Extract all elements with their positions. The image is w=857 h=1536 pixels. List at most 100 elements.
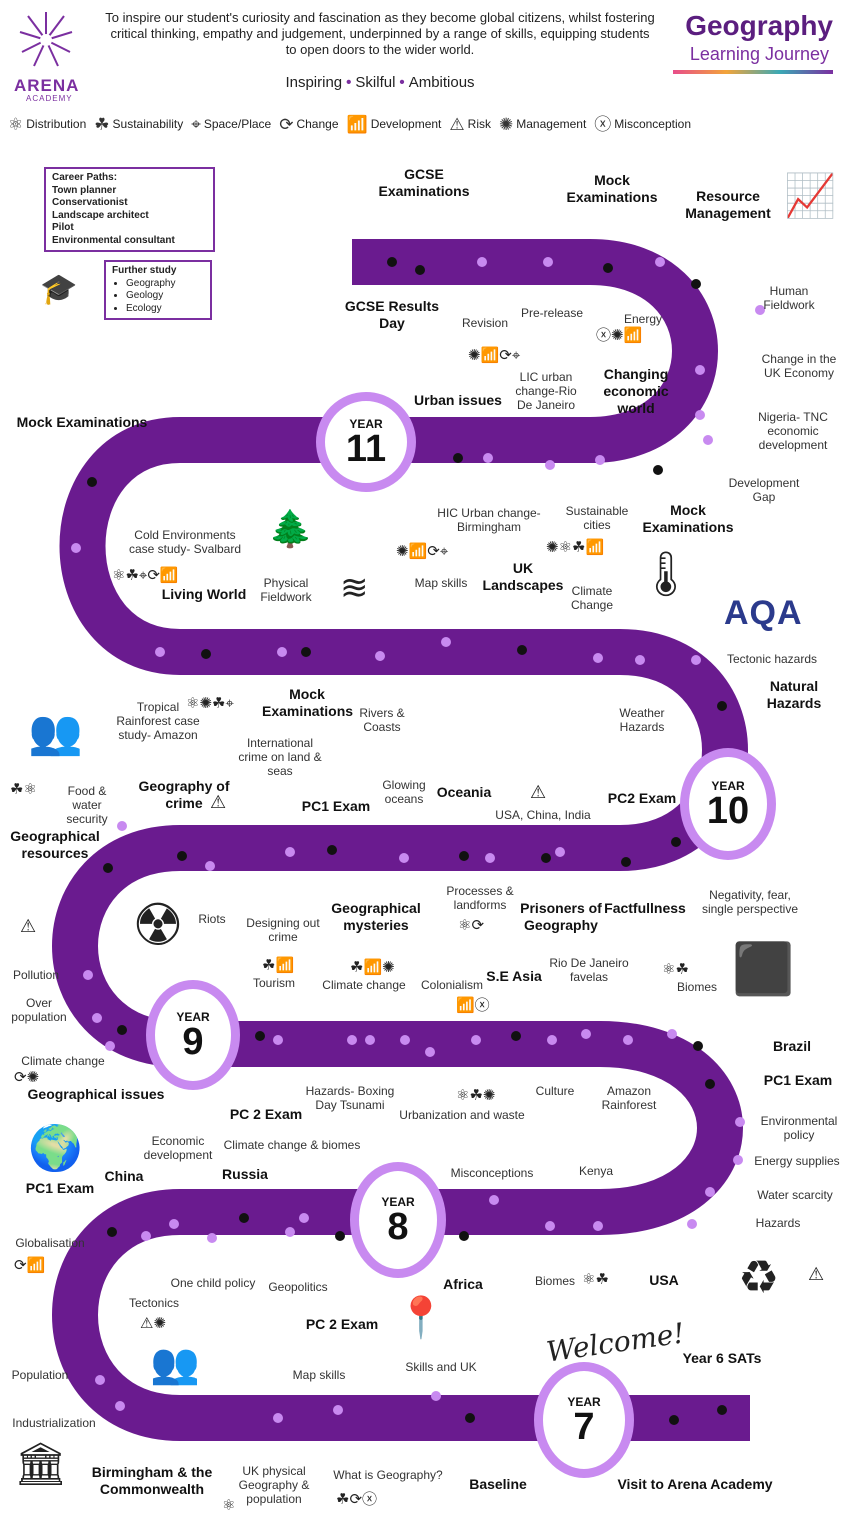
career-item: Environmental consultant (52, 234, 175, 246)
topic-icons: 📶ⓧ (456, 997, 490, 1014)
label-prisoners-of-geography: Prisoners of Geography (520, 900, 602, 933)
topic-icons: ☘📶 (262, 957, 295, 974)
label-cold-environments: Cold Environments case study- Svalbard (128, 528, 242, 556)
label-lic-urban-change: LIC urban change-Rio De Janeiro (515, 370, 577, 412)
label-designing-out-crime: Designing out crime (246, 916, 320, 944)
topic-icons: ⚛☘ (582, 1271, 609, 1288)
label-riots: Riots (198, 912, 226, 926)
label-biomes-y9: Biomes (676, 980, 717, 994)
legend-distribution: ⚛Distribution (8, 114, 87, 134)
label-uk-landscapes: UK Landscapes (482, 560, 564, 593)
label-water-scarcity: Water scarcity (757, 1188, 833, 1202)
starburst-logo-icon (19, 12, 73, 67)
x-circle-icon: ⓧ (594, 114, 612, 134)
label-environmental-policy: Environmental policy (760, 1114, 838, 1142)
study-item: Geography (126, 278, 204, 291)
location-pin-icon: ⌖ (191, 114, 201, 134)
topic-icons: ✺📶⟳⌖ (468, 347, 521, 364)
label-china: China (104, 1168, 144, 1184)
topic-icons: ⚛ (222, 1497, 236, 1514)
label-food-water-security: Food & water security (66, 784, 108, 826)
career-item: Landscape architect (52, 209, 149, 221)
location-pin-icon: 📍 (396, 1296, 446, 1340)
tagline: Inspiring•Skilful•Ambitious (285, 74, 475, 91)
label-tectonic-hazards: Tectonic hazards (726, 652, 818, 666)
radiation-icon: ☢ (132, 893, 184, 958)
label-mock-examinations-top: Mock Examinations (566, 172, 658, 205)
label-physical-fieldwork: Physical Fieldwork (260, 576, 312, 604)
label-rio-favelas: Rio De Janeiro favelas (549, 956, 629, 984)
label-kenya: Kenya (578, 1164, 614, 1178)
topic-icons: ✺📶⟳⌖ (396, 543, 449, 560)
trees-icon: 🌲 (268, 508, 313, 549)
label-birmingham-commonwealth: Birmingham & the Commonwealth (91, 1464, 213, 1497)
label-climate-change-y9: Climate change (322, 978, 406, 992)
label-mock-examinations-y10: Mock Examinations (262, 686, 354, 719)
tagline-skilful: Skilful (355, 74, 396, 91)
topic-icons: ☘⟳ⓧ (336, 1491, 378, 1508)
aqa-logo: AQA (724, 594, 803, 632)
label-over-population: Over population (11, 996, 67, 1024)
label-living-world: Living World (161, 586, 247, 602)
label-biomes-y8: Biomes (534, 1274, 575, 1288)
topic-icons: ⚠✺ (140, 1315, 167, 1332)
label-glowing-oceans: Glowing oceans (382, 778, 426, 806)
career-item: Pilot (52, 222, 74, 233)
school-logo (18, 10, 74, 70)
warning-icon: ⚠ (449, 114, 465, 134)
label-pc2-exam-y7: PC 2 Exam (305, 1316, 379, 1332)
hand-plant-icon: ☘ (94, 114, 110, 134)
legend-development: 📶Development (346, 114, 442, 134)
globe-plane-icon: 🌍 (28, 1124, 83, 1173)
legend-management: ✺Management (499, 114, 587, 134)
label-amazon-rainforest: Amazon Rainforest (601, 1084, 657, 1112)
label-usa: USA (649, 1272, 679, 1288)
label-geographical-mysteries: Geographical mysteries (331, 900, 421, 933)
legend-space-place: ⌖Space/Place (191, 114, 272, 134)
topic-icons: ☘⚛ (10, 781, 37, 798)
label-pre-release: Pre-release (520, 306, 584, 320)
label-climate-change-y10: Climate Change (570, 584, 614, 612)
label-culture: Culture (535, 1084, 575, 1098)
mission-statement: To inspire our student's curiosity and f… (105, 10, 655, 57)
label-year6-sats: Year 6 SATs (682, 1350, 762, 1366)
topic-icons: ⓧ✺📶 (596, 327, 643, 344)
label-hazards-y8: Hazards (755, 1216, 801, 1230)
label-usa-china-india: USA, China, India (495, 808, 591, 822)
label-baseline: Baseline (469, 1476, 527, 1492)
waves-icon: ≋ (340, 569, 369, 607)
crowd-icon: 👥 (28, 708, 83, 757)
label-geographical-issues: Geographical issues (27, 1086, 165, 1102)
leaf-cycle-icon: ♻ (738, 1251, 780, 1303)
label-se-asia: S.E Asia (486, 968, 542, 984)
label-climate-change-left: Climate change (21, 1054, 105, 1068)
career-paths-box: Career Paths: Town planner Conservationi… (44, 167, 215, 252)
label-factfullness: Factfullness (604, 900, 686, 916)
topic-icons: ⚠ (530, 782, 547, 802)
label-change-uk-economy: Change in the UK Economy (761, 352, 837, 380)
growth-chart-icon: 📈 (784, 172, 837, 219)
label-tectonics: Tectonics (128, 1296, 180, 1310)
growth-chart-icon: 📶 (346, 114, 368, 134)
further-study-box: Further study Geography Geology Ecology (104, 260, 212, 320)
blocks-icon: ⬛ (732, 941, 795, 997)
topic-icons: ⟳📶 (14, 1257, 46, 1274)
label-map-skills-y10: Map skills (414, 576, 468, 590)
label-pc1-exam-y7: PC1 Exam (25, 1180, 95, 1196)
label-what-is-geography: What is Geography? (333, 1468, 443, 1482)
label-africa: Africa (443, 1276, 483, 1292)
study-item: Geology (126, 290, 204, 303)
label-brazil: Brazil (772, 1038, 812, 1054)
topic-icons: ⚠ (20, 916, 37, 936)
parliament-icon: 🏛 (14, 1440, 68, 1487)
further-study-title: Further study (112, 265, 177, 276)
label-visit-arena: Visit to Arena Academy (617, 1476, 773, 1492)
label-tropical-rainforest: Tropical Rainforest case study- Amazon (116, 700, 200, 742)
topic-icons: ⚠ (210, 792, 227, 812)
label-negativity: Negativity, fear, single perspective (701, 888, 799, 916)
label-natural-hazards: Natural Hazards (766, 678, 822, 711)
label-mock-examinations-left: Mock Examinations (16, 414, 148, 430)
